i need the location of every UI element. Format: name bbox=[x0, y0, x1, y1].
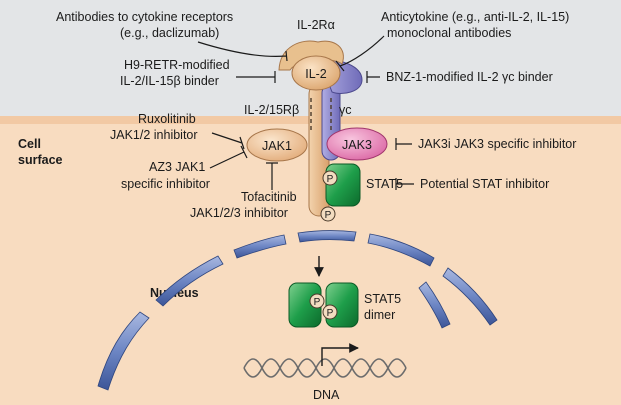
phospho-label-dimer-a: P bbox=[314, 297, 321, 308]
phospho-group-receptor bbox=[320, 206, 336, 222]
stat-inhibitor-inhibition bbox=[395, 178, 414, 190]
il2-cytokine bbox=[291, 55, 341, 91]
dna-double-helix bbox=[243, 358, 407, 378]
tofacitinib-label-2: JAK1/2/3 inhibitor bbox=[190, 206, 288, 220]
anticytokine-label-1: Anticytokine (e.g., anti-IL-2, IL-15) bbox=[381, 10, 569, 24]
cell-surface-label: Cell bbox=[18, 137, 41, 151]
transcription-start-arrow bbox=[321, 343, 359, 366]
cell-surface-label-2: surface bbox=[18, 153, 63, 167]
h9retr-label-1: H9-RETR-modified bbox=[124, 58, 230, 72]
h9retr-label-2: IL-2/IL-15β binder bbox=[120, 74, 219, 88]
il2ra-label: IL-2Rα bbox=[297, 18, 335, 32]
ruxolitinib-label-1: Ruxolitinib bbox=[138, 112, 196, 126]
dna-label: DNA bbox=[313, 388, 340, 402]
az3-inhibition bbox=[209, 145, 248, 169]
az3-label-1: AZ3 JAK1 bbox=[149, 160, 205, 174]
anticytokine-inhibition bbox=[335, 35, 385, 72]
phospho-label-stat5: P bbox=[327, 174, 334, 185]
stat5-label: STAT5 bbox=[366, 177, 403, 191]
phospho-group-dimer-b bbox=[322, 304, 338, 320]
bnz1-label: BNZ-1-modified IL-2 γc binder bbox=[386, 70, 553, 84]
az3-label-2: specific inhibitor bbox=[121, 177, 210, 191]
nuclear-envelope bbox=[97, 230, 498, 391]
stat5-dimer-label-2: dimer bbox=[364, 308, 395, 322]
phospho-group-dimer-a bbox=[309, 293, 325, 309]
h9retr-inhibition bbox=[236, 71, 276, 83]
antibodies-receptors-label-2: (e.g., daclizumab) bbox=[120, 26, 219, 40]
jak3 bbox=[326, 127, 388, 161]
tofacitinib-label-1: Tofacitinib bbox=[241, 190, 297, 204]
gamma-c-label: γc bbox=[339, 103, 352, 117]
jak1-label: JAK1 bbox=[262, 139, 292, 153]
jak3-label: JAK3 bbox=[342, 138, 372, 152]
anticytokine-label-2: monoclonal antibodies bbox=[387, 26, 511, 40]
phospho-group-stat5 bbox=[322, 170, 338, 186]
jak3i-label: JAK3i JAK3 specific inhibitor bbox=[418, 137, 576, 151]
ruxolitinib-inhibition bbox=[211, 132, 245, 150]
antibodies-receptors-inhibition bbox=[197, 41, 288, 62]
bnz1-inhibition bbox=[366, 71, 380, 83]
il2-label: IL-2 bbox=[305, 67, 327, 81]
antibodies-receptors-label-1: Antibodies to cytokine receptors bbox=[56, 10, 233, 24]
phospho-label-receptor: P bbox=[325, 210, 332, 221]
stat5-dimer-label-1: STAT5 bbox=[364, 292, 401, 306]
phospho-label-dimer-b: P bbox=[327, 308, 334, 319]
ruxolitinib-label-2: JAK1/2 inhibitor bbox=[110, 128, 198, 142]
jak1 bbox=[246, 128, 308, 162]
il2-15rb-label: IL-2/15Rβ bbox=[244, 103, 299, 117]
tofacitinib-inhibition bbox=[266, 162, 278, 190]
jak3i-inhibition bbox=[395, 138, 412, 150]
stat-inhibitor-label: Potential STAT inhibitor bbox=[420, 177, 549, 191]
